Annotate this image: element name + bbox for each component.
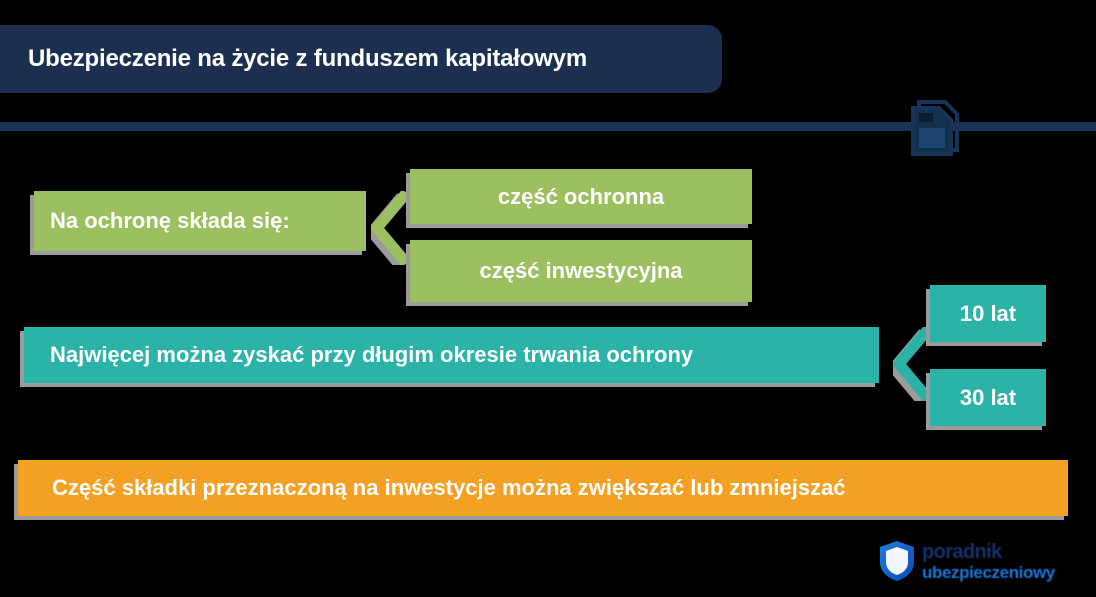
- duration-label: Najwięcej można zyskać przy długim okres…: [50, 342, 694, 367]
- document-icon: [911, 100, 961, 156]
- header-banner: Ubezpieczenie na życie z funduszem kapit…: [0, 25, 722, 93]
- chevron-left-icon: [893, 327, 933, 401]
- protection-label-box: Na ochronę składa się:: [34, 191, 366, 251]
- protection-item-label: część inwestycyjna: [479, 258, 683, 283]
- page-title: Ubezpieczenie na życie z funduszem kapit…: [28, 45, 587, 72]
- brand-logo: poradnik ubezpieczeniowy: [878, 537, 1068, 585]
- header-divider: [0, 122, 1096, 131]
- chevron-left-icon: [371, 191, 411, 265]
- duration-item-0: 10 lat: [930, 285, 1046, 342]
- duration-label-box: Najwięcej można zyskać przy długim okres…: [24, 327, 879, 383]
- brand-line-2: ubezpieczeniowy: [922, 562, 1055, 582]
- protection-item-label: część ochronna: [497, 183, 665, 209]
- protection-item-1: część inwestycyjna: [410, 240, 752, 302]
- duration-item-1: 30 lat: [930, 369, 1046, 426]
- brand-line-1: poradnik: [922, 540, 1002, 563]
- brand-wordmark: poradnik ubezpieczeniowy: [922, 542, 1055, 581]
- investment-note-box: Część składki przeznaczoną na inwestycje…: [18, 460, 1068, 516]
- protection-item-0: część ochronna: [410, 169, 752, 224]
- duration-item-label: 10 lat: [959, 300, 1017, 326]
- shield-icon: [878, 540, 916, 582]
- duration-item-label: 30 lat: [959, 384, 1017, 410]
- investment-note-label: Część składki przeznaczoną na inwestycje…: [52, 475, 846, 500]
- protection-label: Na ochronę składa się:: [50, 208, 290, 233]
